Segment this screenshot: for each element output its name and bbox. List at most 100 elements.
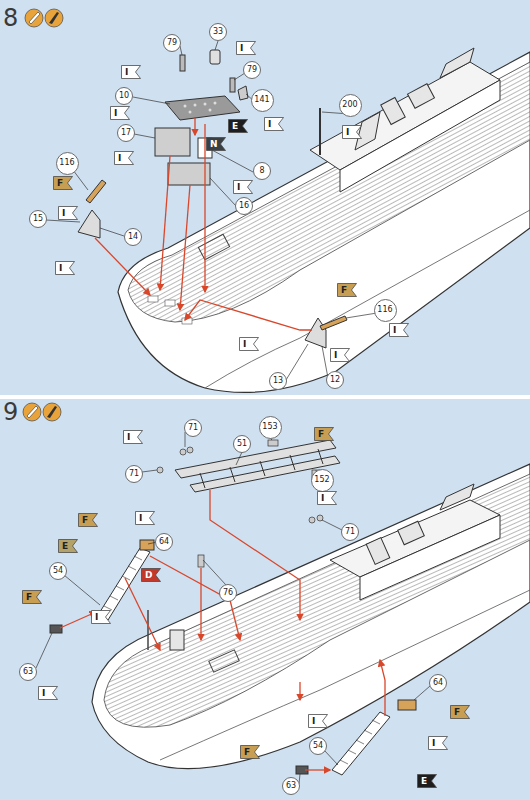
callout-number: 15 bbox=[29, 210, 47, 228]
paint-code: I bbox=[317, 491, 337, 505]
paint-code: I bbox=[55, 261, 75, 275]
paint-flag: I bbox=[55, 261, 75, 275]
callout-number: 71 bbox=[125, 465, 143, 483]
flag-shape bbox=[58, 206, 78, 220]
flag-shape bbox=[91, 610, 111, 624]
paint-code: E bbox=[228, 119, 248, 133]
callout-number: 76 bbox=[219, 584, 237, 602]
paint-code: I bbox=[121, 65, 141, 79]
paint-flag: F bbox=[314, 427, 334, 441]
paint-flag: F bbox=[337, 283, 357, 297]
callout-number: 17 bbox=[117, 124, 135, 142]
callout-number: 79 bbox=[243, 61, 261, 79]
flag-shape bbox=[121, 65, 141, 79]
paint-code: I bbox=[38, 686, 58, 700]
paint-code: I bbox=[264, 117, 284, 131]
paint-flag: F bbox=[450, 705, 470, 719]
paint-flag: I bbox=[123, 430, 143, 444]
flag-shape bbox=[317, 491, 337, 505]
step-number: 8 bbox=[3, 6, 18, 30]
paint-flag: F bbox=[53, 176, 73, 190]
callout-number: 8 bbox=[253, 162, 271, 180]
flag-shape bbox=[114, 151, 134, 165]
callout-number: 153 bbox=[259, 416, 282, 439]
paint-code: F bbox=[240, 745, 260, 759]
callout-number: 33 bbox=[209, 23, 227, 41]
paint-code: I bbox=[308, 714, 328, 728]
flag-shape bbox=[233, 180, 253, 194]
callout-number: 51 bbox=[233, 435, 251, 453]
paint-flag: I bbox=[330, 348, 350, 362]
paint-flag: E bbox=[228, 119, 248, 133]
paint-flag: I bbox=[110, 106, 130, 120]
paint-flag: I bbox=[428, 736, 448, 750]
paint-code: F bbox=[450, 705, 470, 719]
paint-code: I bbox=[389, 323, 409, 337]
flag-shape bbox=[342, 125, 362, 139]
callout-number: 54 bbox=[309, 737, 327, 755]
paint-flag: F bbox=[240, 745, 260, 759]
flag-shape bbox=[308, 714, 328, 728]
paint-flag: I bbox=[389, 323, 409, 337]
paint-flag: I bbox=[239, 337, 259, 351]
paint-code: F bbox=[22, 590, 42, 604]
flag-shape bbox=[389, 323, 409, 337]
paint-flag: I bbox=[308, 714, 328, 728]
paint-code: I bbox=[114, 151, 134, 165]
paint-flag: I bbox=[114, 151, 134, 165]
flag-shape bbox=[330, 348, 350, 362]
paint-flag: F bbox=[78, 513, 98, 527]
paint-flag: I bbox=[264, 117, 284, 131]
paint-code: I bbox=[428, 736, 448, 750]
paint-flag: F bbox=[22, 590, 42, 604]
flag-shape bbox=[38, 686, 58, 700]
callout-number: 71 bbox=[184, 419, 202, 437]
flag-shape bbox=[55, 261, 75, 275]
callout-number: 200 bbox=[339, 94, 362, 117]
paint-code: I bbox=[239, 337, 259, 351]
callout-number: 14 bbox=[124, 228, 142, 246]
paint-flag: I bbox=[233, 180, 253, 194]
paint-code: F bbox=[337, 283, 357, 297]
callout-number: 116 bbox=[374, 299, 397, 322]
paint-flag: D bbox=[141, 568, 161, 582]
paint-flag: I bbox=[236, 41, 256, 55]
paint-code: I bbox=[91, 610, 111, 624]
paint-code: I bbox=[342, 125, 362, 139]
callout-number: 64 bbox=[155, 533, 173, 551]
flag-shape bbox=[239, 337, 259, 351]
paint-flag: I bbox=[91, 610, 111, 624]
paint-code: I bbox=[233, 180, 253, 194]
paint-code: F bbox=[78, 513, 98, 527]
paint-code: I bbox=[58, 206, 78, 220]
paint-flag: I bbox=[38, 686, 58, 700]
flag-shape bbox=[428, 736, 448, 750]
flag-shape bbox=[123, 430, 143, 444]
paint-code: I bbox=[236, 41, 256, 55]
callout-number: 10 bbox=[115, 87, 133, 105]
paint-flag: E bbox=[58, 539, 78, 553]
callout-number: 63 bbox=[19, 663, 37, 681]
callout-number: 152 bbox=[311, 469, 334, 492]
paint-code: F bbox=[314, 427, 334, 441]
paint-code: D bbox=[141, 568, 161, 582]
flag-shape bbox=[236, 41, 256, 55]
paint-code: E bbox=[417, 774, 437, 788]
paint-code: N bbox=[206, 137, 226, 151]
paint-flag: N bbox=[206, 137, 226, 151]
paint-flag: I bbox=[58, 206, 78, 220]
callout-number: 141 bbox=[251, 89, 274, 112]
callout-number: 71 bbox=[341, 523, 359, 541]
paint-flag: I bbox=[135, 511, 155, 525]
callout-number: 12 bbox=[326, 371, 344, 389]
callout-number: 63 bbox=[282, 777, 300, 795]
flag-shape bbox=[135, 511, 155, 525]
paint-code: E bbox=[58, 539, 78, 553]
paint-code: I bbox=[135, 511, 155, 525]
callout-number: 79 bbox=[163, 34, 181, 52]
paint-code: I bbox=[110, 106, 130, 120]
callout-number: 13 bbox=[269, 372, 287, 390]
paint-flag: I bbox=[342, 125, 362, 139]
callout-number: 54 bbox=[49, 562, 67, 580]
